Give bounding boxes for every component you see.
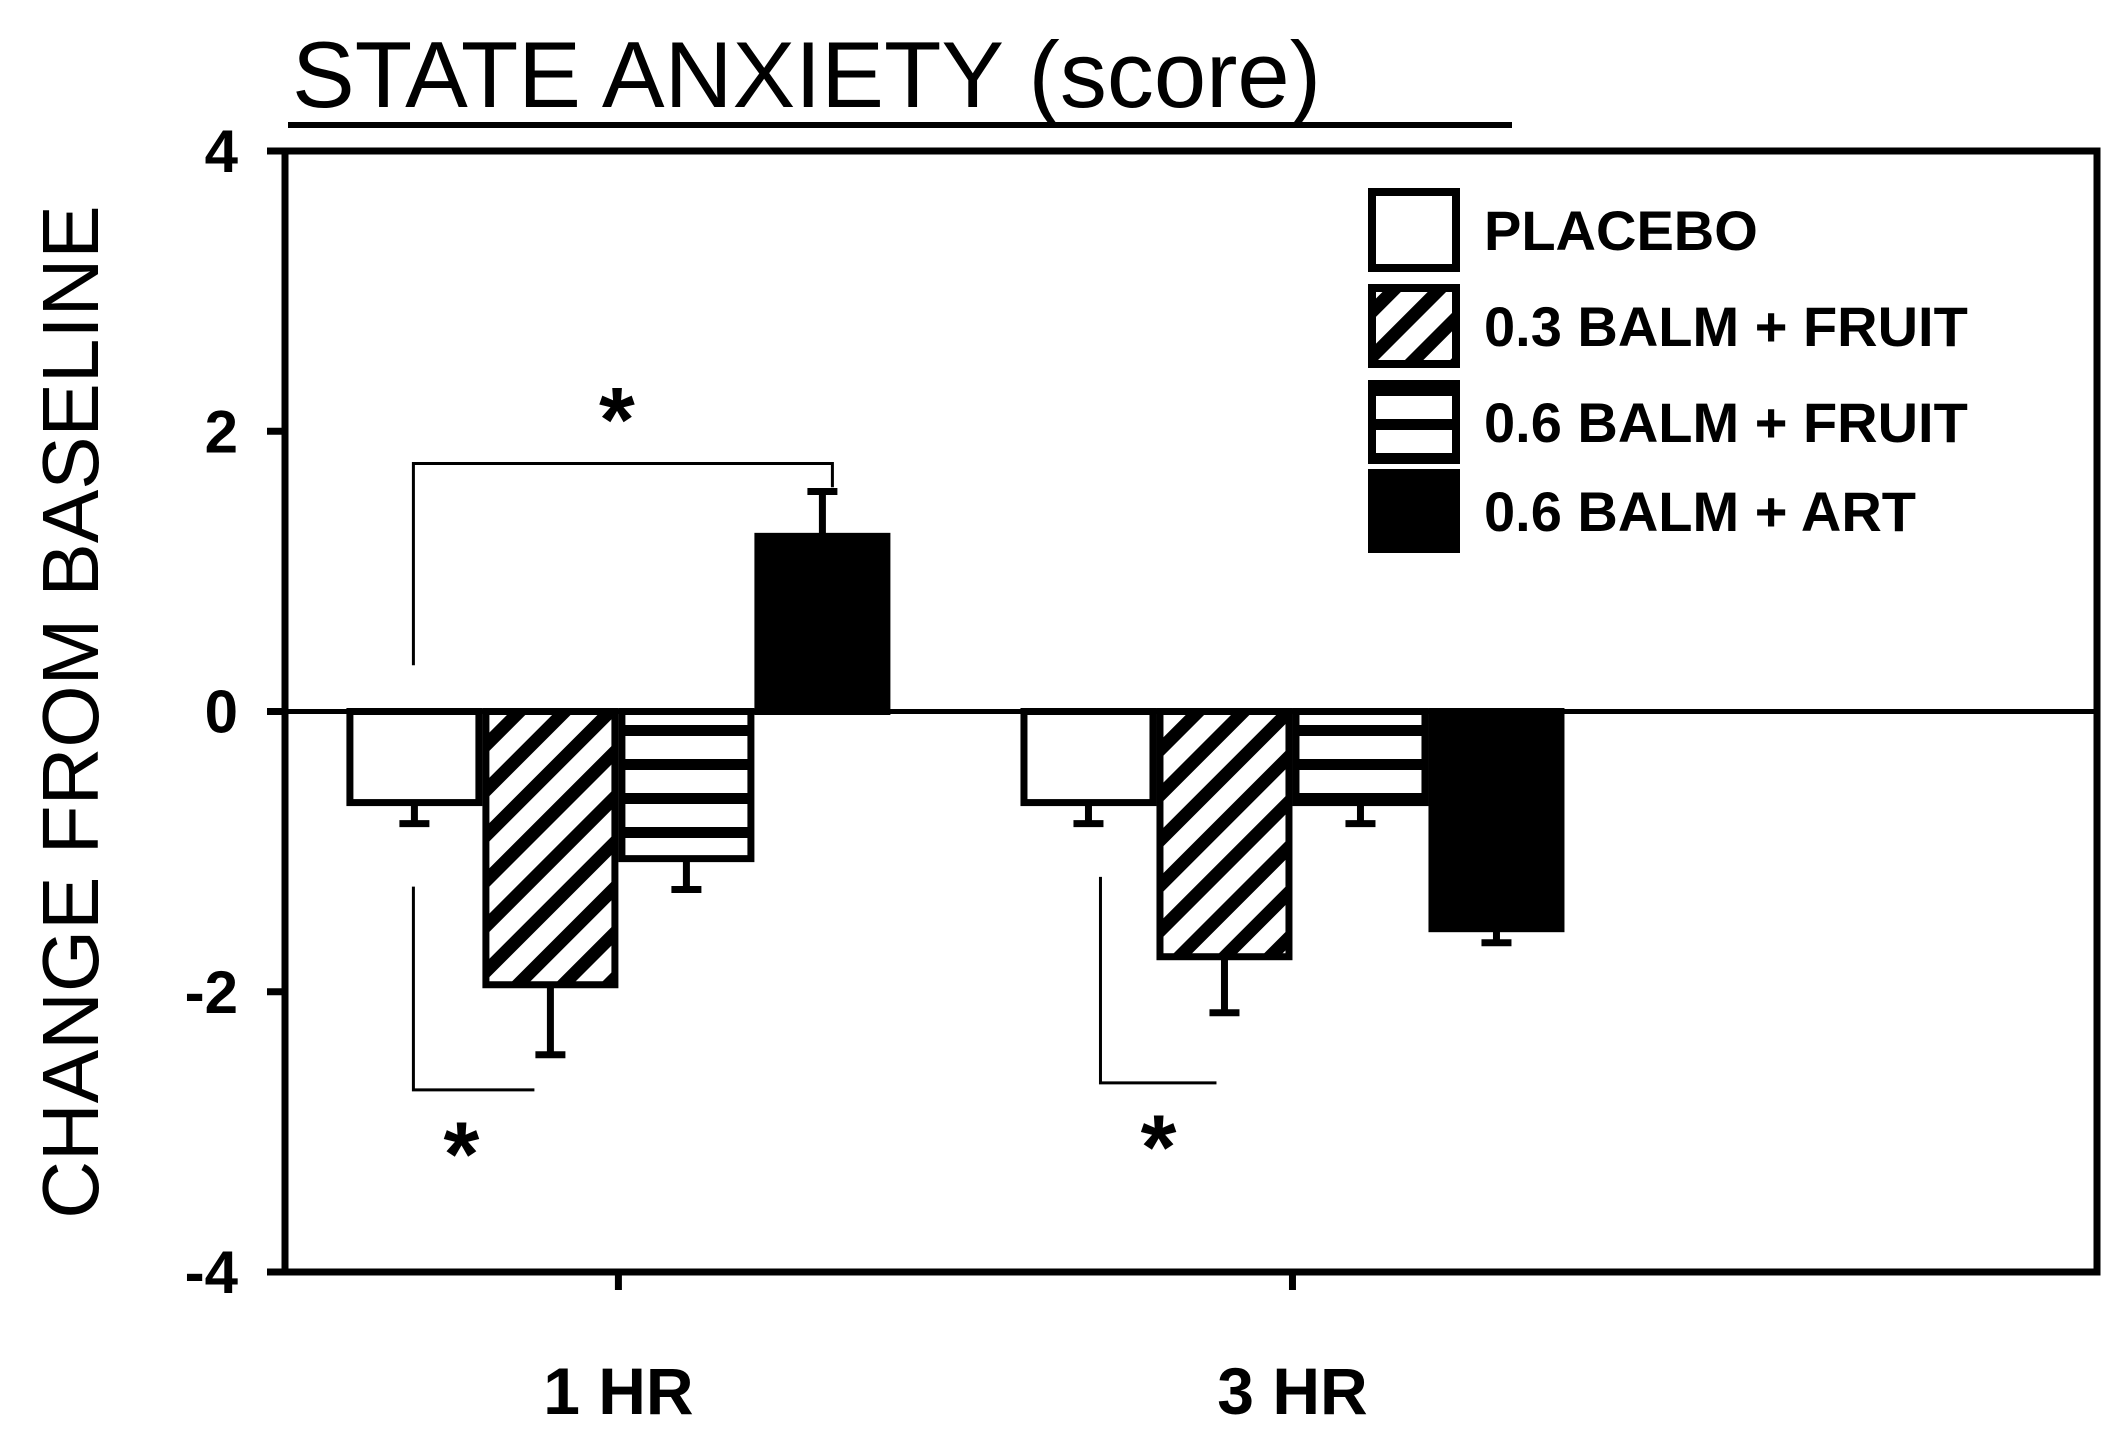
y-axis-ticks: 4 2 0 -2 -4: [185, 118, 285, 1306]
bars: [346, 532, 1565, 989]
chart-title: STATE ANXIETY (score): [292, 22, 1321, 127]
y-tick-label: 4: [205, 118, 239, 185]
significance-markers: * * *: [411, 369, 1217, 1206]
bar: [1020, 708, 1157, 807]
legend-swatch: [1368, 469, 1460, 553]
bar: [754, 532, 891, 715]
legend-label: 0.6 BALM + ART: [1484, 480, 1916, 543]
legend-label: 0.6 BALM + FRUIT: [1484, 391, 1968, 454]
legend-swatch: [1368, 284, 1460, 368]
x-tick-label: 3 HR: [1217, 1354, 1367, 1428]
significance-star: *: [1141, 1097, 1177, 1199]
bar: [618, 708, 755, 863]
legend-label: PLACEBO: [1484, 199, 1758, 262]
y-tick-label: 0: [205, 679, 238, 746]
y-tick-label: 2: [205, 398, 238, 465]
legend-label: 0.3 BALM + FRUIT: [1484, 295, 1968, 358]
bar: [1428, 708, 1565, 933]
legend-swatch: [1368, 188, 1460, 272]
bar: [1156, 708, 1293, 961]
legend-swatch: [1368, 380, 1460, 464]
x-axis-ticks: 1 HR 3 HR: [543, 1272, 1368, 1428]
legend: PLACEBO 0.3 BALM + FRUIT 0.6 BALM + FRUIT 0…: [1368, 188, 1968, 553]
bar: [346, 708, 483, 807]
y-tick-label: -4: [185, 1239, 239, 1306]
y-axis-label: CHANGE FROM BASELINE: [26, 205, 115, 1219]
bar: [482, 708, 619, 989]
x-tick-label: 1 HR: [543, 1354, 693, 1428]
significance-star: *: [599, 369, 635, 471]
y-tick-label: -2: [185, 959, 238, 1026]
error-bars: [399, 488, 1512, 1059]
significance-bracket: [411, 461, 834, 666]
significance-star: *: [444, 1104, 480, 1206]
significance-bracket: [1098, 876, 1217, 1085]
significance-bracket: [411, 886, 535, 1092]
bar: [1292, 708, 1429, 807]
